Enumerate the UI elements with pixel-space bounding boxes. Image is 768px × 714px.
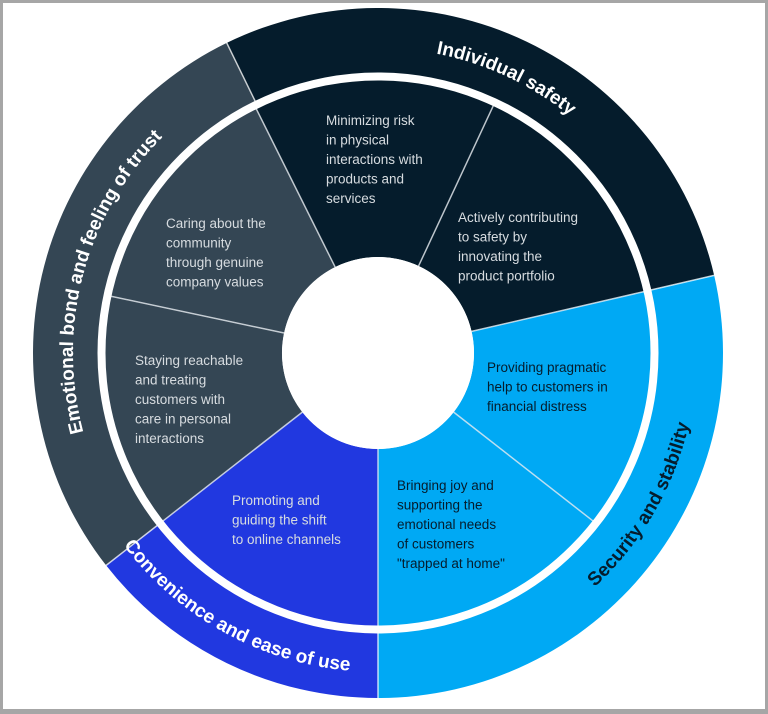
segment-text-line: to safety by (458, 230, 527, 245)
segment-text-safety-1: Minimizing risk in physical interactions w… (326, 113, 423, 206)
segment-text-line: to online channels (232, 532, 341, 547)
segment-text-line: care in personal (135, 412, 231, 427)
segment-text-line: products and (326, 172, 404, 187)
segment-text-emotional-2: Staying reachable and treating customers w… (135, 353, 243, 446)
inner-divider (255, 108, 336, 268)
segment-text-line: and treating (135, 373, 206, 388)
inner-segment-security-1 (453, 291, 651, 522)
inner-segment-safety-1 (256, 80, 494, 268)
segment-text-line: Staying reachable (135, 353, 243, 368)
outer-divider (225, 41, 256, 102)
segment-text-line: Caring about the (166, 216, 266, 231)
segment-labels: Caring about the community through genuine… (135, 113, 608, 571)
segment-text-line: community (166, 236, 232, 251)
segment-text-security-1: Providing pragmatic help to customers in f… (487, 360, 608, 414)
center-circle (282, 257, 474, 449)
segment-text-security-2: Bringing joy and supporting the emotional … (397, 478, 505, 571)
segment-text-line: services (326, 191, 376, 206)
inner-divider (162, 411, 303, 522)
segment-text-line: Providing pragmatic (487, 360, 607, 375)
outer-ring (33, 7, 724, 698)
segment-text-line: "trapped at home" (397, 556, 505, 571)
outer-band-convenience (106, 525, 378, 698)
segment-text-line: interactions with (326, 152, 423, 167)
inner-segment-convenience-1 (162, 412, 378, 626)
segment-text-line: financial distress (487, 399, 587, 414)
segment-text-convenience-1: Promoting and guiding the shift to online … (232, 493, 341, 547)
inner-segment-emotional-2 (105, 296, 303, 522)
segment-text-line: of customers (397, 537, 475, 552)
segment-text-line: customers with (135, 392, 225, 407)
segment-text-line: product portfolio (458, 269, 555, 284)
segment-text-line: Minimizing risk (326, 113, 415, 128)
inner-divider (471, 290, 645, 333)
outer-band-security (378, 275, 724, 698)
segment-text-line: company values (166, 275, 264, 290)
ring-gap (97, 72, 659, 634)
segment-text-line: Actively contributing (458, 210, 578, 225)
outer-band-emotional (33, 42, 256, 566)
segment-text-line: guiding the shift (232, 513, 327, 528)
inner-segment-emotional-1 (110, 108, 336, 334)
inner-segment-safety-2 (418, 105, 645, 332)
inner-ring (105, 80, 651, 626)
inner-divider (417, 105, 495, 267)
segment-text-line: interactions (135, 431, 204, 446)
segment-text-line: innovating the (458, 249, 542, 264)
segment-text-line: help to customers in (487, 380, 608, 395)
segment-text-line: Promoting and (232, 493, 320, 508)
segment-text-line: through genuine (166, 255, 264, 270)
outer-divider (104, 524, 158, 567)
segment-text-line: emotional needs (397, 517, 496, 532)
outer-band-safety (226, 7, 715, 291)
segment-text-emotional-1: Caring about the community through genuine… (166, 216, 266, 290)
segment-text-line: supporting the (397, 498, 483, 513)
outer-divider (650, 274, 716, 291)
inner-divider (453, 411, 594, 522)
inner-segment-security-2 (378, 412, 594, 626)
inner-divider (110, 295, 285, 334)
segment-text-line: in physical (326, 133, 389, 148)
segment-text-line: Bringing joy and (397, 478, 494, 493)
dividers (97, 41, 716, 699)
segment-text-safety-2: Actively contributing to safety by innovat… (458, 210, 578, 284)
